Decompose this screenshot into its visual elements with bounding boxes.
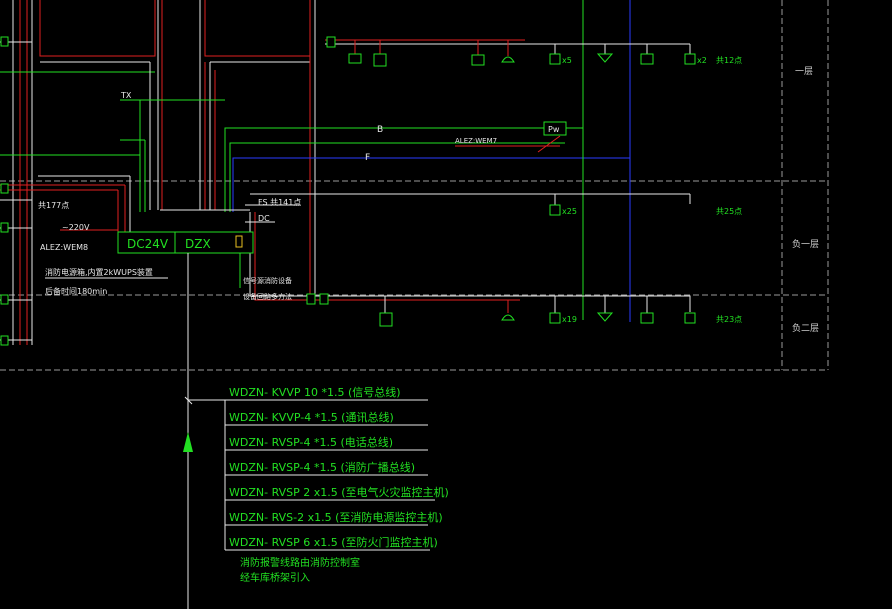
ups-time: 后备时间180min [45, 286, 107, 296]
mid-row-count-x25: x25 [562, 207, 577, 216]
top-row-count-x2: x2 [697, 56, 707, 65]
alez-right-leader [455, 135, 561, 153]
footer-note-line1: 消防报警线路由消防控制室 [240, 556, 360, 569]
floor-label-f1: 一层 [795, 66, 813, 77]
cable-row: WDZN- RVSP 2 x1.5 (至电气火灾监控主机) [225, 485, 449, 501]
fs-label: FS 共141点 [258, 198, 301, 207]
signal-note-1: 信号源消防设备 [243, 276, 292, 285]
left-edge-devices [0, 36, 9, 346]
tx-label: TX [120, 91, 132, 100]
cable-row: WDZN- KVVP 10 *1.5 (信号总线) [225, 385, 428, 401]
cable-row: WDZN- KVVP-4 *1.5 (通讯总线) [225, 410, 428, 426]
cable-spec: WDZN- RVSP 2 x1.5 (至电气火灾监控主机) [229, 485, 449, 499]
riser-arrow-icon [183, 432, 193, 452]
cabinet-dc24v: DC24V [127, 237, 169, 251]
cabinet-wiring [38, 175, 300, 288]
alez-left-label: ALEZ:WEM8 [40, 243, 88, 252]
alez-right-label: ALEZ:WEM7 [455, 137, 497, 145]
b-label: B [377, 125, 383, 135]
mid-row-lines [250, 193, 691, 205]
footer-note-line2: 经车库桥架引入 [240, 571, 310, 584]
top-row-devices [326, 36, 696, 67]
ups-note: 消防电源箱,内置2kWUPS装置 [45, 267, 153, 277]
mid-row-device [549, 204, 561, 216]
cabinet-dzx: DZX [185, 237, 211, 251]
cabinet-indicator [235, 235, 243, 248]
top-row-count-x5: x5 [562, 56, 572, 65]
f-bus [232, 0, 631, 322]
top-loops [39, 0, 316, 300]
cable-spec: WDZN- RVSP-4 *1.5 (电话总线) [229, 435, 393, 449]
cable-row: WDZN- RVSP 6 x1.5 (至防火门监控主机) [225, 535, 438, 551]
bottom-row-total: 共23点 [716, 315, 742, 324]
cable-legend: WDZN- KVVP 10 *1.5 (信号总线) WDZN- KVVP-4 *… [225, 385, 449, 551]
floor-label-b2: 负二层 [792, 322, 819, 334]
cable-spec: WDZN- RVSP 6 x1.5 (至防火门监控主机) [229, 535, 438, 549]
signal-note-2: 设备回路多方法 [243, 292, 292, 301]
f-label: F [365, 153, 370, 163]
bottom-row-lines [249, 212, 691, 313]
top-row-total: 共12点 [716, 56, 742, 65]
left-edge-lines [0, 0, 155, 345]
tx-bus [120, 99, 225, 212]
cable-row: WDZN- RVSP-4 *1.5 (电话总线) [225, 435, 428, 451]
floor-label-b1: 负一层 [792, 238, 819, 250]
bottom-row-count-x19: x19 [562, 315, 577, 324]
top-row-lines [325, 39, 691, 58]
cable-row: WDZN- RVS-2 x1.5 (至消防电源监控主机) [225, 510, 443, 526]
bottom-row-devices [306, 293, 696, 327]
pw-label: Pw [548, 125, 560, 134]
dc-label: DC [258, 214, 270, 223]
cable-spec: WDZN- KVVP-4 *1.5 (通讯总线) [229, 410, 394, 424]
floor-dividers [0, 0, 829, 371]
mid-row-total: 共25点 [716, 207, 742, 216]
cable-spec: WDZN- RVSP-4 *1.5 (消防广播总线) [229, 460, 415, 474]
cable-spec: WDZN- RVS-2 x1.5 (至消防电源监控主机) [229, 510, 443, 524]
b-bus [224, 127, 565, 212]
cable-spec: WDZN- KVVP 10 *1.5 (信号总线) [229, 385, 401, 399]
v220-label: ~220V [62, 223, 90, 232]
total-left-label: 共177点 [38, 201, 69, 210]
cable-row: WDZN- RVSP-4 *1.5 (消防广播总线) [225, 460, 428, 476]
cabinet-frame [117, 231, 254, 254]
